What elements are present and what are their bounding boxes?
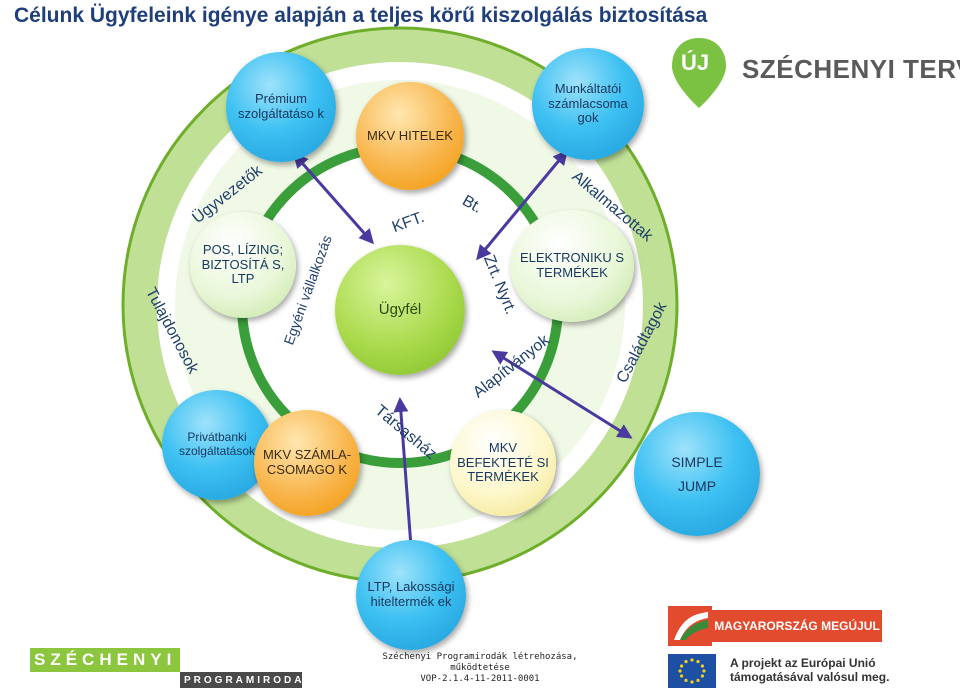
node-premium: Prémium szolgáltatáso k: [226, 52, 336, 162]
node-mkv-szamla: MKV SZÁMLA-CSOMAGO K: [254, 410, 360, 516]
node-mkv-befektetesi: MKV BEFEKTETÉ SI TERMÉKEK: [450, 410, 556, 516]
node-mkv-szamla-text: MKV SZÁMLA-CSOMAGO K: [262, 447, 352, 477]
szechenyi-programiroda-logo: SZÉCHENYI PROGRAMIRODA: [30, 648, 302, 688]
arrow-alapitvanyok-simple: [491, 350, 633, 439]
eu-support-text: A projekt az Európai Unió támogatásával …: [730, 656, 889, 685]
node-ltp-lakossagi-text: LTP, Lakossági hiteltermék ek: [367, 579, 455, 609]
szechenyi-terv-name: SZÉCHENYI TERV: [742, 54, 960, 84]
footer-text: Széchenyi Programirodák létrehozása, műk…: [360, 652, 600, 684]
eu-flag-icon: [668, 654, 716, 688]
node-munkaltatoi: Munkáltatói számlacsoma gok: [532, 48, 644, 160]
node-pos-lizing-text: POS, LÍZING; BIZTOSÍTÁ S, LTP: [201, 241, 285, 287]
szechenyi-word: SZÉCHENYI: [30, 648, 180, 672]
node-simple-text: SIMPLE: [671, 453, 723, 470]
node-privatbanki: Privátbanki szolgáltatások: [162, 390, 272, 500]
footer-line1: Széchenyi Programirodák létrehozása, műk…: [382, 652, 578, 673]
node-simple-jump: SIMPLE JUMP: [634, 412, 760, 536]
node-ugyfel-text: Ügyfél: [378, 301, 422, 319]
node-pos-lizing: POS, LÍZING; BIZTOSÍTÁ S, LTP: [190, 212, 296, 318]
szechenyi-terv-badge: ÚJ: [681, 50, 710, 75]
footer-line2: VOP-2.1.4-11-2011-0001: [420, 673, 540, 684]
eu-line1: A projekt az Európai Unió: [730, 656, 876, 670]
node-elektronikus: ELEKTRONIKU S TERMÉKEK: [510, 210, 634, 322]
node-munkaltatoi-text: Munkáltatói számlacsoma gok: [548, 80, 628, 126]
node-mkv-befektetesi-text: MKV BEFEKTETÉ SI TERMÉKEK: [457, 439, 549, 485]
programiroda-word: PROGRAMIRODA: [180, 672, 302, 688]
node-elektronikus-text: ELEKTRONIKU S TERMÉKEK: [519, 250, 625, 280]
magyarorszag-megujul-logo: MAGYARORSZÁG MEGÚJUL: [668, 606, 882, 646]
node-privatbanki-text: Privátbanki szolgáltatások: [178, 430, 256, 458]
node-ugyfel: Ügyfél: [335, 245, 465, 375]
node-mkv-hitelek-text: MKV HITELEK: [367, 127, 453, 143]
node-ltp-lakossagi: LTP, Lakossági hiteltermék ek: [356, 540, 466, 650]
hungarian-flag-icon: [668, 606, 712, 646]
magyarorszag-megujul-text: MAGYARORSZÁG MEGÚJUL: [712, 610, 882, 642]
node-mkv-hitelek: MKV HITELEK: [356, 82, 464, 190]
eu-support-logo: A projekt az Európai Unió támogatásával …: [668, 650, 958, 690]
arrow-premium-ugyfel: [293, 152, 374, 245]
szechenyi-terv-logo: ÚJ SZÉCHENYI TERV: [668, 36, 960, 110]
page-title: Célunk Ügyfeleink igénye alapján a telje…: [14, 4, 708, 27]
node-jump-text: JUMP: [677, 478, 717, 494]
arrow-tarsashaz-ltp: [393, 397, 419, 563]
arrow-munkaltatoi-zrt: [476, 149, 568, 261]
node-premium-text: Prémium szolgáltatáso k: [238, 91, 324, 121]
map-pin-icon: [672, 38, 726, 108]
eu-line2: támogatásával valósul meg.: [730, 670, 890, 685]
